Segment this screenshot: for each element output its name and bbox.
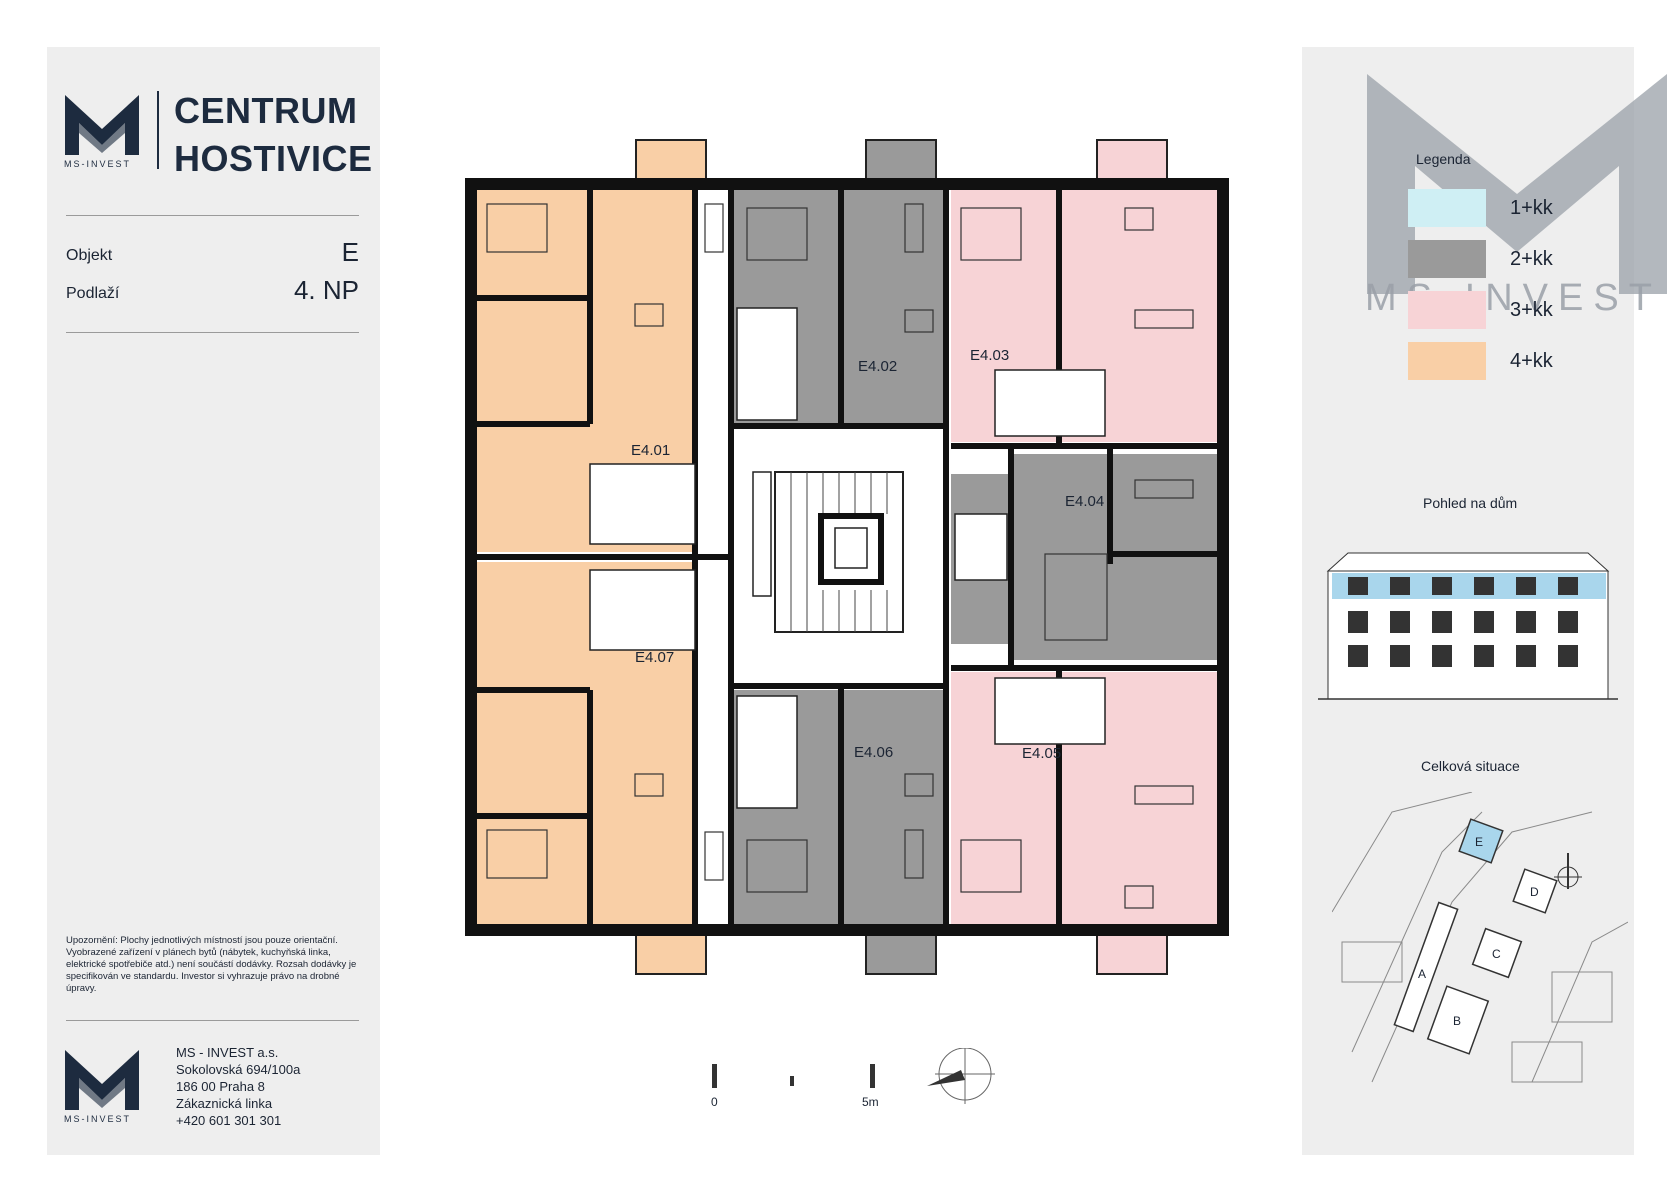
legend-swatch — [1408, 291, 1486, 329]
bathrooms — [589, 307, 1106, 809]
legend-item-4kk: 4+kk — [1408, 342, 1608, 380]
floor-plan: E4.01 E4.02 E4.03 E4.04 E4.05 E4.06 E4.0… — [465, 139, 1229, 975]
floor-value: 4. NP — [293, 275, 359, 305]
ms-invest-logo-icon — [65, 95, 139, 155]
object-label: Objekt — [66, 247, 113, 264]
brand-title-line2: HOSTIVICE — [174, 138, 373, 179]
unit-label-e4-01: E4.01 — [631, 442, 670, 459]
legend-label: 4+kk — [1510, 350, 1553, 372]
floor-label: Podlaží — [66, 285, 120, 302]
furniture — [486, 203, 1194, 909]
ms-invest-watermark-icon — [1367, 74, 1667, 294]
unit-label-e4-07: E4.07 — [635, 649, 674, 666]
north-arrow-icon — [927, 1048, 995, 1104]
brand-title: CENTRUM HOSTIVICE — [174, 87, 373, 183]
site-title: Celková situace — [1421, 758, 1520, 774]
site-label-a: A — [1418, 967, 1426, 981]
divider — [66, 332, 359, 333]
object-value: E — [341, 237, 359, 267]
site-label-e: E — [1475, 835, 1483, 849]
contact-hotline-label: Zákaznická linka — [176, 1096, 273, 1111]
contact-block: MS - INVEST a.s. Sokolovská 694/100a 186… — [176, 1044, 300, 1129]
info-panel: MS-INVEST CENTRUM HOSTIVICE Objekt E Pod… — [47, 47, 380, 1155]
site-label-b: B — [1453, 1014, 1461, 1028]
legend-label: 1+kk — [1510, 197, 1553, 219]
contact-city: 186 00 Praha 8 — [176, 1079, 265, 1094]
legend-title: Legenda — [1416, 151, 1471, 167]
interior-walls — [477, 184, 1217, 930]
legend-item-3kk: 3+kk — [1408, 291, 1608, 329]
logo-caption: MS-INVEST — [64, 159, 132, 169]
unit-label-e4-03: E4.03 — [970, 347, 1009, 364]
contact-phone: +420 601 301 301 — [176, 1113, 282, 1128]
divider — [66, 1020, 359, 1021]
divider — [66, 215, 359, 216]
logo-divider — [157, 91, 159, 169]
site-label-d: D — [1530, 885, 1539, 899]
brand-title-line1: CENTRUM — [174, 90, 358, 131]
legend-panel: MS-INVEST Legenda 1+kk 2+kk 3+kk 4+kk Po… — [1302, 47, 1667, 1155]
view-title: Pohled na dům — [1423, 495, 1518, 511]
legend-swatch — [1408, 240, 1486, 278]
contact-street: Sokolovská 694/100a — [176, 1062, 301, 1077]
scale-five: 5m — [862, 1095, 879, 1109]
legend-item-2kk: 2+kk — [1408, 240, 1608, 278]
disclaimer-note: Upozornění: Plochy jednotlivých místnost… — [66, 935, 357, 994]
scale-zero: 0 — [711, 1095, 718, 1109]
north-arrow-icon — [1554, 853, 1582, 889]
ms-invest-logo-icon — [65, 1050, 139, 1110]
site-label-c: C — [1492, 947, 1501, 961]
contact-company: MS - INVEST a.s. — [176, 1045, 279, 1060]
unit-label-e4-04: E4.04 — [1065, 493, 1104, 510]
scale-bar — [712, 1048, 995, 1104]
legend-label: 3+kk — [1510, 299, 1553, 321]
unit-label-e4-06: E4.06 — [854, 744, 893, 761]
legend-swatch — [1408, 189, 1486, 227]
logo-caption: MS-INVEST — [64, 1114, 132, 1124]
legend-label: 2+kk — [1510, 248, 1553, 270]
legend-item-1kk: 1+kk — [1408, 189, 1608, 227]
unit-label-e4-02: E4.02 — [858, 358, 897, 375]
building-elevation — [1318, 552, 1618, 700]
site-plan: E D C A B — [1332, 792, 1628, 1083]
stair-core — [731, 432, 946, 682]
legend-swatch — [1408, 342, 1486, 380]
unit-label-e4-05: E4.05 — [1022, 745, 1061, 762]
